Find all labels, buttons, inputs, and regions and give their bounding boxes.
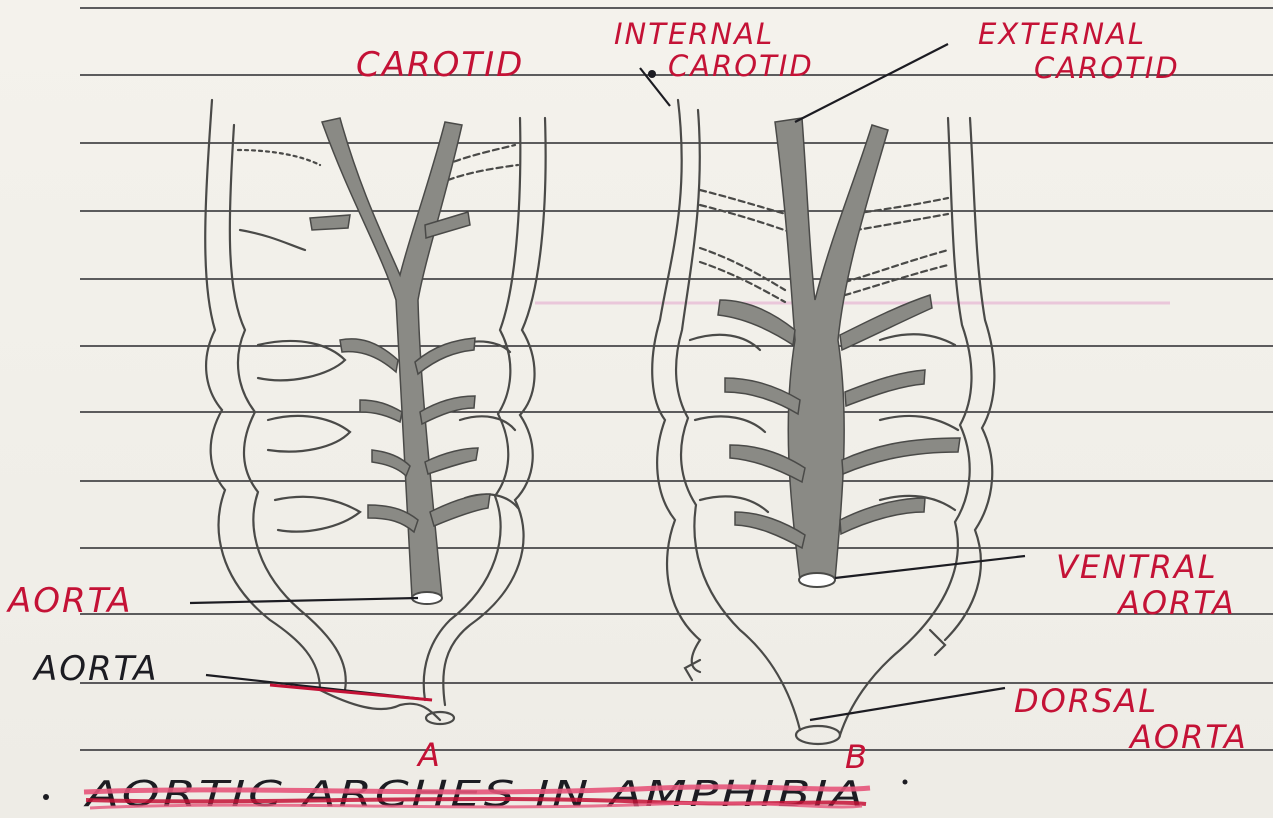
bullet-dot — [43, 794, 49, 800]
arch-loop — [700, 496, 768, 512]
left-upper-branch — [238, 150, 320, 165]
arch-branch — [718, 300, 795, 345]
label-figure-a: A — [416, 736, 442, 774]
arch-branch — [840, 498, 925, 534]
left-upper-branch — [240, 230, 305, 250]
dashed-connection — [835, 265, 948, 298]
label-aorta-a-2: AORTA — [32, 649, 159, 689]
arch-branch — [842, 438, 960, 474]
label-dorsal-aorta-1: DORSAL — [1014, 682, 1158, 720]
label-internal-carotid-2: CAROTID — [668, 49, 814, 83]
arch-branch — [310, 215, 350, 230]
left-arch-loop — [275, 497, 360, 532]
left-arch-loop — [258, 341, 345, 380]
label-ventral-aorta-2: AORTA — [1116, 584, 1236, 622]
figure-b-trunk — [718, 118, 960, 580]
ventral-aorta-leader-line — [835, 556, 1025, 578]
left-inner-arch-vessel — [230, 125, 346, 690]
figure-a-trunk — [310, 118, 490, 598]
right-arch-loop — [460, 416, 515, 430]
arch-branch — [420, 396, 475, 424]
side-stub — [930, 630, 945, 655]
arch-loop — [880, 416, 958, 430]
label-figure-b: B — [845, 738, 869, 776]
arch-branch — [430, 494, 490, 526]
struck-title-group: AORTIC ARCHES IN AMPHIBIA — [43, 774, 908, 815]
diagram-title: AORTIC ARCHES IN AMPHIBIA — [83, 774, 866, 815]
aorta-a-leader-line — [190, 598, 418, 603]
label-ventral-aorta-1: VENTRAL — [1056, 548, 1218, 586]
right-upper-branch — [448, 165, 518, 180]
arch-branch — [340, 339, 398, 372]
aorta-a2-red-leader — [270, 685, 432, 700]
labels: CAROTID INTERNAL CAROTID EXTERNAL CAROTI… — [6, 17, 1248, 776]
arch-branch — [845, 370, 925, 406]
arch-branch — [425, 448, 478, 474]
label-external-carotid-2: CAROTID — [1034, 51, 1180, 85]
ventral-aorta-opening-b — [799, 573, 835, 587]
arch-branch — [415, 338, 475, 374]
label-dorsal-aorta-2: AORTA — [1128, 718, 1248, 756]
arch-loop — [880, 334, 955, 345]
dorsal-aorta-opening-b — [796, 726, 840, 744]
arch-branch — [725, 378, 800, 414]
trailing-mark — [903, 780, 908, 785]
dorsal-aorta-leader-line — [810, 688, 1005, 720]
left-arch-loop — [268, 416, 350, 452]
internal-carotid-dot — [648, 70, 656, 78]
label-aorta-a-1: AORTA — [6, 581, 133, 621]
external-carotid-leader-line — [795, 44, 948, 122]
dashed-connection — [700, 205, 790, 232]
arch-loop — [690, 335, 760, 350]
label-external-carotid-1: EXTERNAL — [978, 17, 1146, 51]
arch-loop — [695, 416, 765, 432]
label-internal-carotid-1: INTERNAL — [614, 17, 774, 51]
label-carotid: CAROTID — [356, 45, 524, 85]
dorsal-aorta-opening-a — [426, 712, 454, 724]
arch-branch — [360, 400, 402, 422]
dashed-connection — [700, 248, 785, 290]
